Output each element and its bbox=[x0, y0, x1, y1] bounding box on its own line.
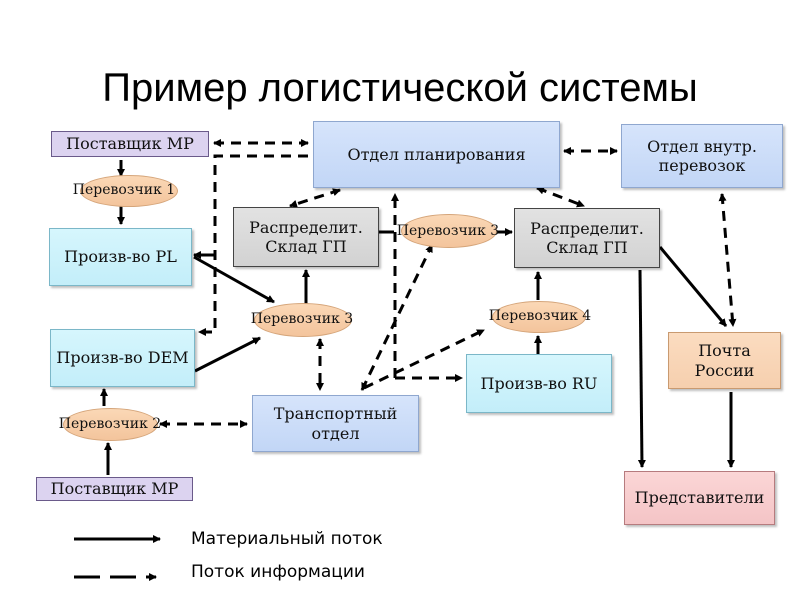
node-warehouse-2-label-1: Распределит. bbox=[530, 218, 644, 238]
node-supplier-bottom[interactable]: Поставщик МР bbox=[36, 477, 193, 501]
node-carrier3-mid-label: Перевозчик 3 bbox=[250, 311, 354, 327]
node-prod-ru[interactable]: Произв-во RU bbox=[466, 354, 612, 413]
info-planning-warehouse1 bbox=[289, 188, 341, 208]
legend-material-label: Материальный поток bbox=[191, 529, 383, 549]
info-transport-carrier4 bbox=[363, 328, 485, 390]
node-carrier4-label: Перевозчик 4 bbox=[488, 308, 592, 324]
node-planning-label: Отдел планирования bbox=[347, 144, 526, 164]
info-internal-post bbox=[718, 193, 737, 327]
node-prod-ru-label: Произв-во RU bbox=[480, 373, 598, 393]
node-carrier3-top-label: Перевозчик 3 bbox=[396, 223, 500, 239]
node-carrier2[interactable] bbox=[63, 408, 158, 441]
node-internal-transport-label-2: перевозок bbox=[658, 156, 746, 175]
node-prod-pl[interactable]: Произв-во PL bbox=[49, 228, 192, 286]
node-warehouse-1[interactable]: Распределит. Склад ГП bbox=[233, 207, 379, 267]
node-supplier-bottom-label: Поставщик МР bbox=[50, 479, 179, 499]
node-warehouse-2[interactable]: Распределит. Склад ГП bbox=[514, 208, 660, 268]
info-transport-carrier3r bbox=[360, 244, 434, 391]
node-prod-dem[interactable]: Произв-во DEM bbox=[50, 329, 195, 387]
node-representatives[interactable]: Представители bbox=[624, 471, 775, 525]
node-transport-dept-label-1: Транспортный bbox=[273, 404, 398, 424]
node-transport-dept[interactable]: Транспортный отдел bbox=[252, 395, 419, 452]
node-carrier1[interactable] bbox=[80, 175, 178, 207]
node-internal-transport-label-1: Отдел внутр. bbox=[647, 136, 757, 156]
node-representatives-label: Представители bbox=[634, 488, 765, 508]
node-russian-post-label-2: России bbox=[694, 360, 755, 380]
node-planning[interactable]: Отдел планирования bbox=[313, 121, 560, 188]
legend-info-label: Поток информации bbox=[191, 562, 365, 582]
node-russian-post[interactable]: Почта России bbox=[668, 332, 781, 389]
node-carrier3-mid[interactable] bbox=[254, 303, 352, 337]
flow-proddem-carrier3 bbox=[194, 336, 261, 373]
info-planning-proddem bbox=[198, 154, 308, 336]
page-title: Пример логистической системы bbox=[102, 66, 698, 110]
node-supplier-top-label: Поставщик МР bbox=[66, 134, 194, 154]
node-carrier3-top[interactable] bbox=[401, 214, 497, 248]
node-prod-dem-label: Произв-во DEM bbox=[56, 348, 189, 368]
node-carrier4[interactable] bbox=[492, 301, 586, 333]
node-warehouse-2-label-2: Склад ГП bbox=[546, 238, 628, 257]
info-planning-warehouse2 bbox=[536, 186, 585, 208]
node-prod-pl-label: Произв-во PL bbox=[64, 247, 177, 267]
node-russian-post-label-1: Почта bbox=[698, 341, 751, 361]
node-internal-transport[interactable]: Отдел внутр. перевозок bbox=[621, 124, 783, 188]
node-supplier-top[interactable]: Поставщик МР bbox=[51, 131, 209, 157]
flow-warehouse2-post bbox=[658, 246, 728, 327]
node-warehouse-1-label-1: Распределит. bbox=[249, 217, 363, 237]
flow-prodpl-carrier3 bbox=[193, 255, 275, 304]
node-warehouse-1-label-2: Склад ГП bbox=[265, 237, 347, 256]
node-transport-dept-label-2: отдел bbox=[311, 423, 360, 443]
flow-warehouse2-representatives bbox=[637, 269, 646, 468]
node-carrier1-label: Перевозчик 1 bbox=[72, 182, 176, 198]
node-carrier2-label: Перевозчик 2 bbox=[58, 416, 162, 432]
